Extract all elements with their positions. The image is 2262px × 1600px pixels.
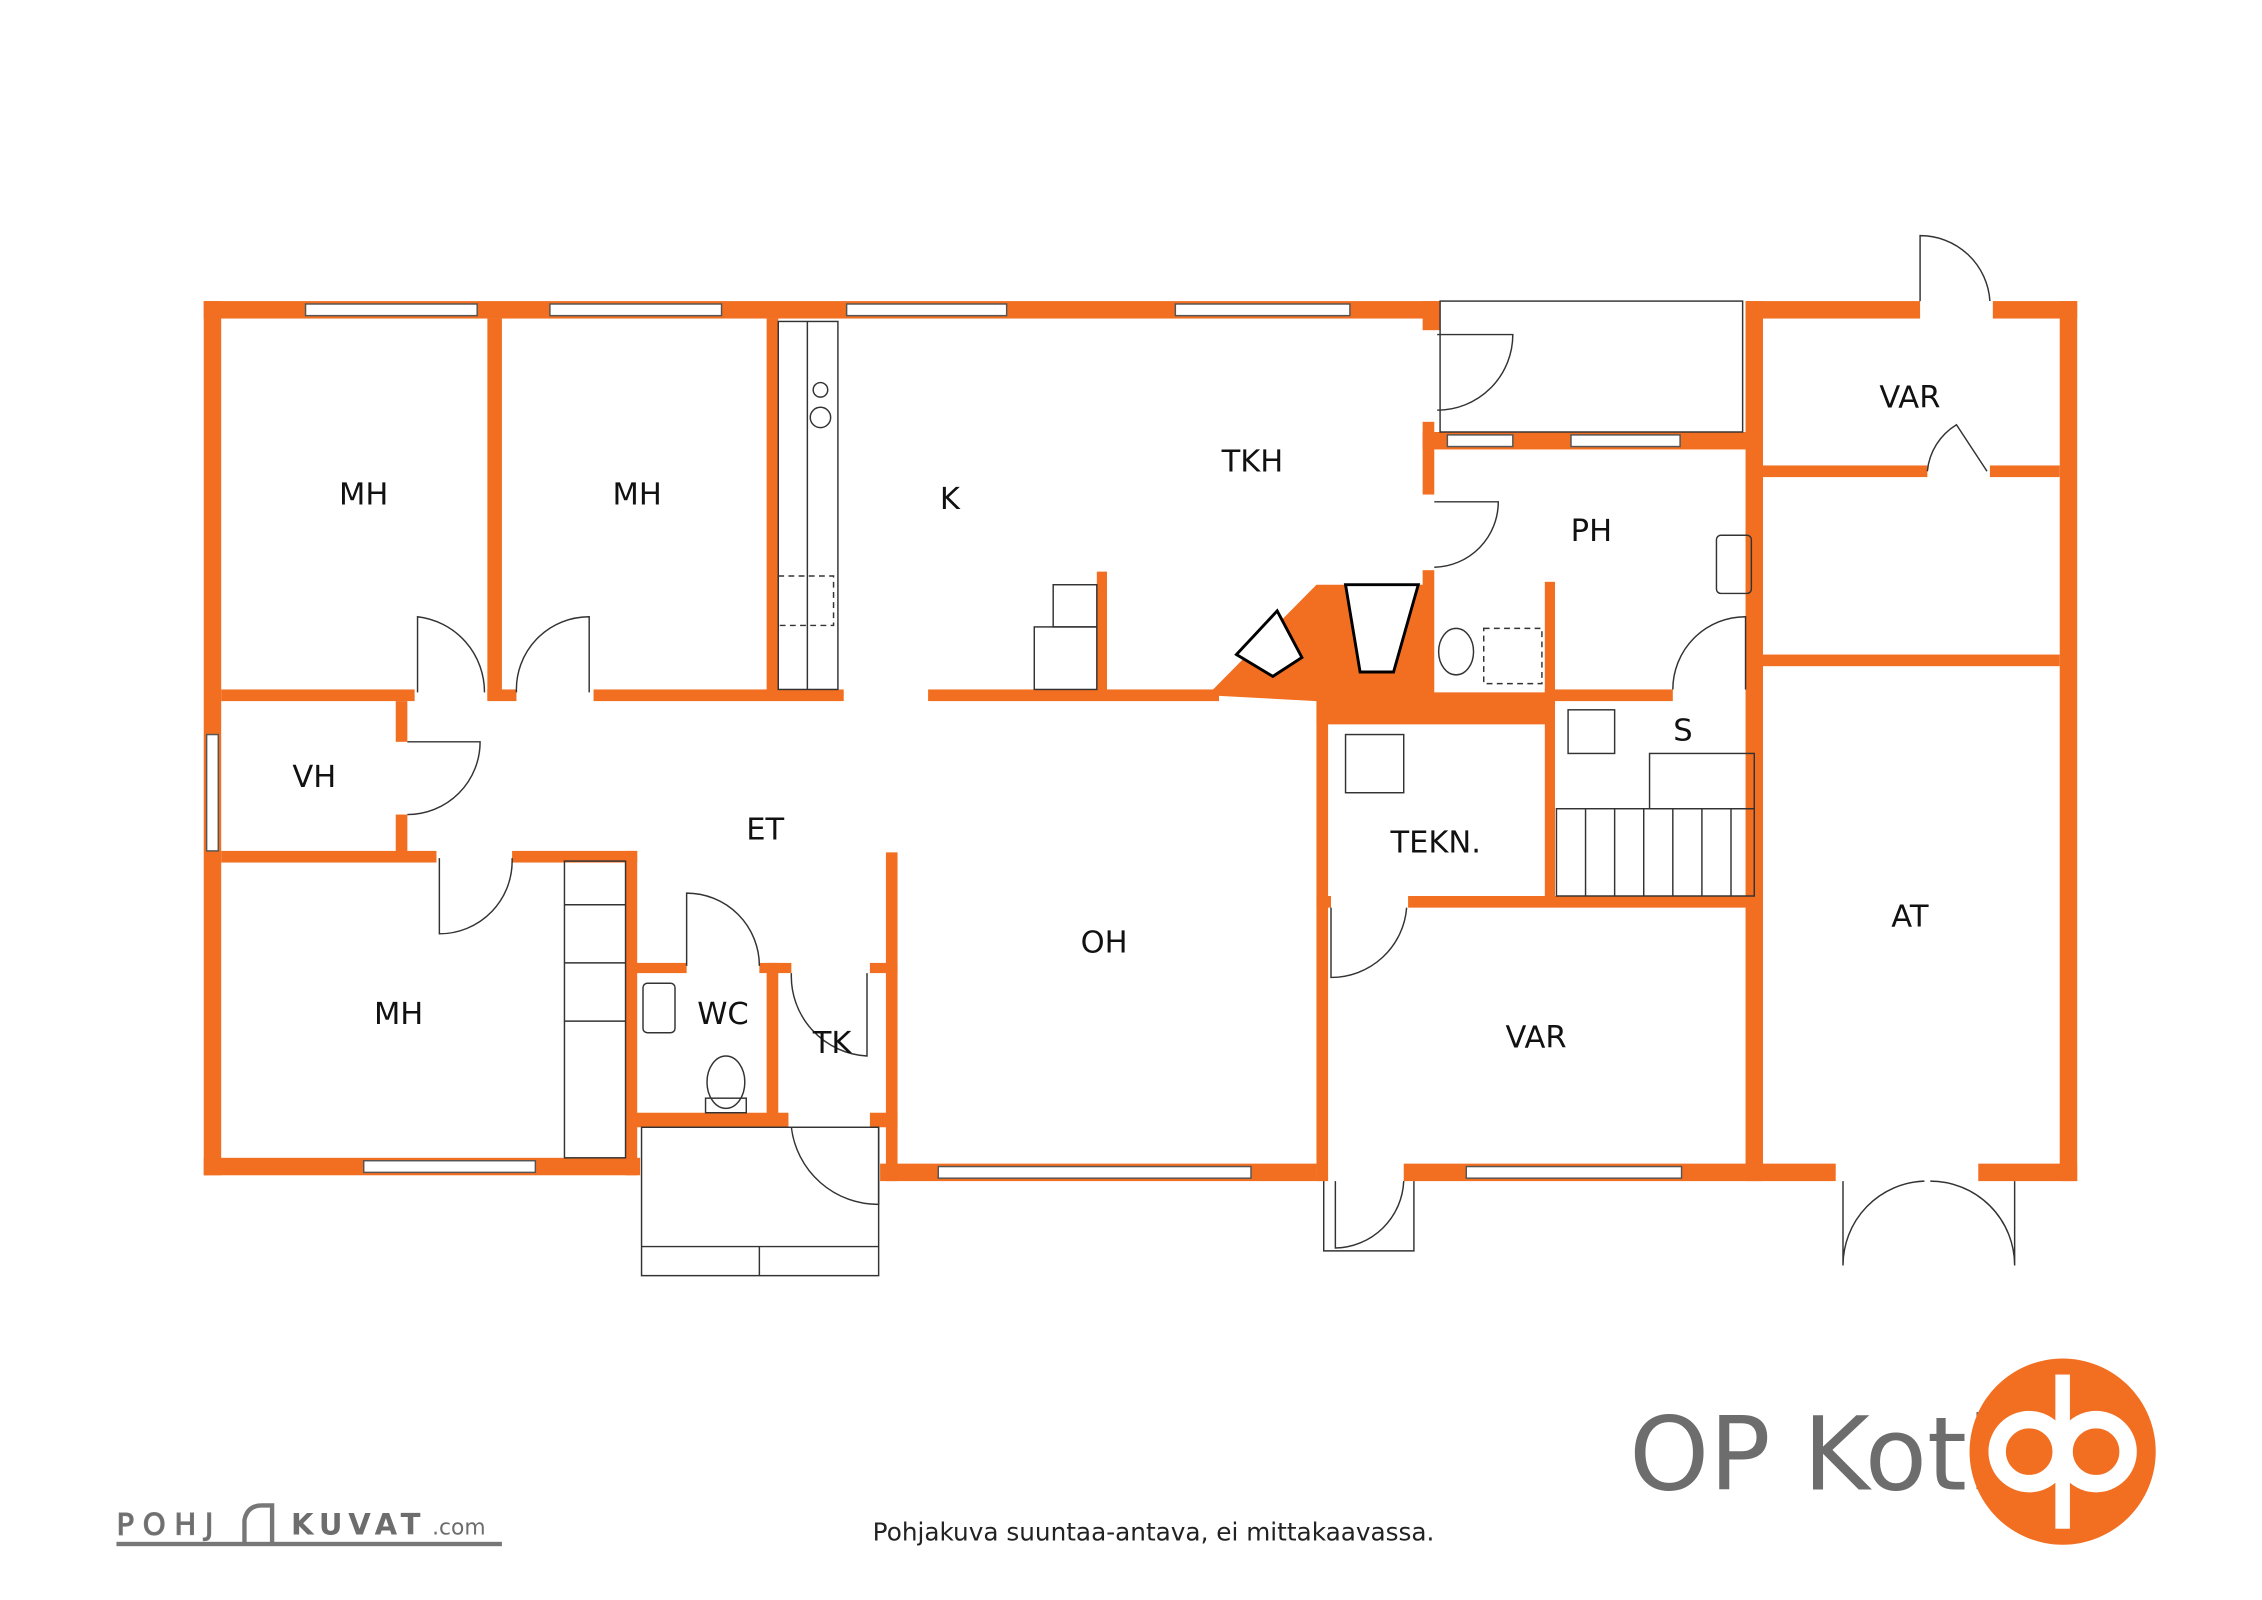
svg-text:.com: .com [432,1516,485,1541]
svg-text:POHJ: POHJ [116,1508,222,1542]
room-label-at: AT [1891,900,1929,935]
room-label-oh: OH [1081,926,1128,961]
room-labels: MH MH K TKH PH VAR VH ET MH WC TK OH S T… [292,380,1940,1061]
windows [205,303,1683,1179]
room-label-et: ET [746,812,784,847]
room-label-tkh: TKH [1221,444,1284,479]
disclaimer-caption: Pohjakuva suuntaa-antava, ei mittakaavas… [873,1517,1435,1546]
room-label-k: K [940,482,961,517]
room-label-var: VAR [1506,1020,1567,1055]
room-label-vh: VH [292,760,336,795]
fireplace-icon [1343,583,1421,674]
op-koti-text: OP Koti [1629,1395,1995,1514]
walls [203,301,2078,1182]
room-label-tekn: TEKN. [1389,825,1481,860]
svg-text:KUVAT: KUVAT [291,1508,426,1542]
room-label-mh: MH [339,478,388,513]
pohjakuvat-logo: POHJ KUVAT .com [116,1503,502,1547]
room-label-wc: WC [697,997,749,1032]
room-label-tk: TK [812,1026,853,1061]
stove-icon [1234,608,1304,679]
fixtures [563,300,1755,1277]
room-label-var: VAR [1879,380,1940,415]
op-koti-logo: OP Koti [1629,1358,2156,1545]
room-label-s: S [1673,713,1692,748]
room-label-ph: PH [1571,514,1612,549]
room-label-mh: MH [374,997,423,1032]
doors [407,234,2016,1266]
room-label-mh: MH [613,478,662,513]
